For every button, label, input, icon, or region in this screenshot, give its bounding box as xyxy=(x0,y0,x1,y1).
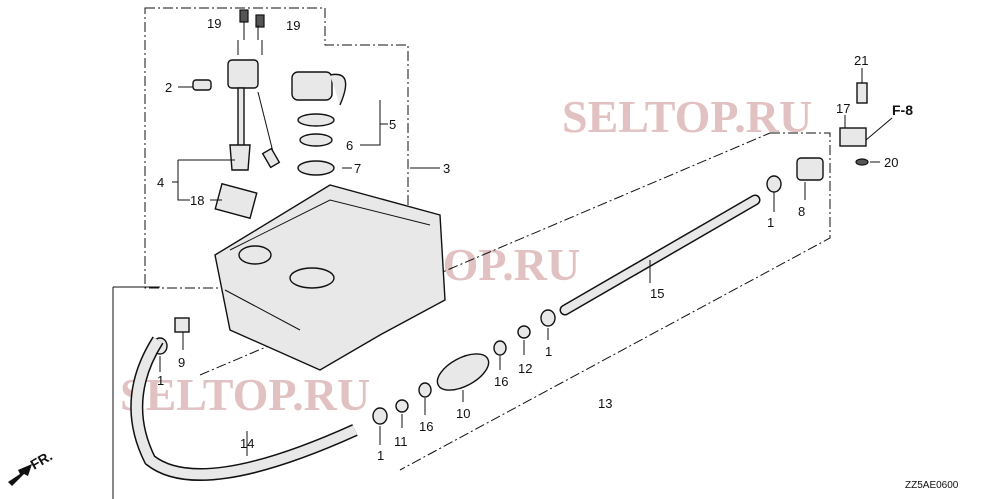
callout-19: 19 xyxy=(286,18,300,33)
valve-11 xyxy=(395,399,409,413)
callout-13: 13 xyxy=(598,396,612,411)
washer-16 xyxy=(418,382,432,398)
callout-1: 1 xyxy=(767,215,774,230)
reference-f8: F-8 xyxy=(892,102,913,118)
fuel-tank[interactable] xyxy=(214,184,446,371)
ring xyxy=(297,160,335,176)
group-box-line xyxy=(399,132,831,471)
watermark: SELTOP.RU xyxy=(120,369,370,420)
bolt xyxy=(239,9,249,23)
callout-19: 19 xyxy=(207,16,221,31)
callout-17: 17 xyxy=(836,101,850,116)
callout-16: 16 xyxy=(419,419,433,434)
valve-12 xyxy=(517,325,531,339)
clip xyxy=(540,309,556,327)
bolt xyxy=(255,14,265,28)
connector-8[interactable] xyxy=(796,157,824,181)
callout-1: 1 xyxy=(377,448,384,463)
callout-14: 14 xyxy=(240,436,254,451)
callout-11: 11 xyxy=(394,434,408,449)
callout-15: 15 xyxy=(650,286,664,301)
packing xyxy=(299,133,333,147)
fuel-gauge[interactable] xyxy=(227,59,281,171)
callout-6: 6 xyxy=(346,138,353,153)
callout-21: 21 xyxy=(854,53,868,68)
watermark: SELTOP.RU xyxy=(562,91,812,142)
gasket xyxy=(214,182,258,220)
washer-20 xyxy=(855,158,869,166)
fuel-cock[interactable] xyxy=(839,127,867,147)
callout-5: 5 xyxy=(389,117,396,132)
callout-12: 12 xyxy=(518,361,532,376)
joint-9 xyxy=(174,317,190,333)
seal-ring xyxy=(297,113,335,127)
callout-10: 10 xyxy=(456,406,470,421)
callout-18: 18 xyxy=(190,193,204,208)
group-box-tank xyxy=(144,7,409,289)
front-marker: FR. xyxy=(28,447,56,472)
callout-1: 1 xyxy=(157,373,164,388)
clip xyxy=(372,407,388,425)
callout-7: 7 xyxy=(354,161,361,176)
callout-8: 8 xyxy=(798,204,805,219)
front-arrow-icon xyxy=(8,464,32,486)
callout-1: 1 xyxy=(545,344,552,359)
bolt-21 xyxy=(856,82,868,104)
primer-bulb[interactable] xyxy=(432,346,495,397)
callout-20: 20 xyxy=(884,155,898,170)
callout-4: 4 xyxy=(157,175,164,190)
clip xyxy=(766,175,782,193)
callout-16: 16 xyxy=(494,374,508,389)
callout-3: 3 xyxy=(443,161,450,176)
callout-2: 2 xyxy=(165,80,172,95)
callout-9: 9 xyxy=(178,355,185,370)
fitting xyxy=(192,79,212,91)
drawing-code: ZZ5AE0600 xyxy=(905,480,959,491)
fuel-cap[interactable] xyxy=(291,71,347,106)
washer-16 xyxy=(493,340,507,356)
